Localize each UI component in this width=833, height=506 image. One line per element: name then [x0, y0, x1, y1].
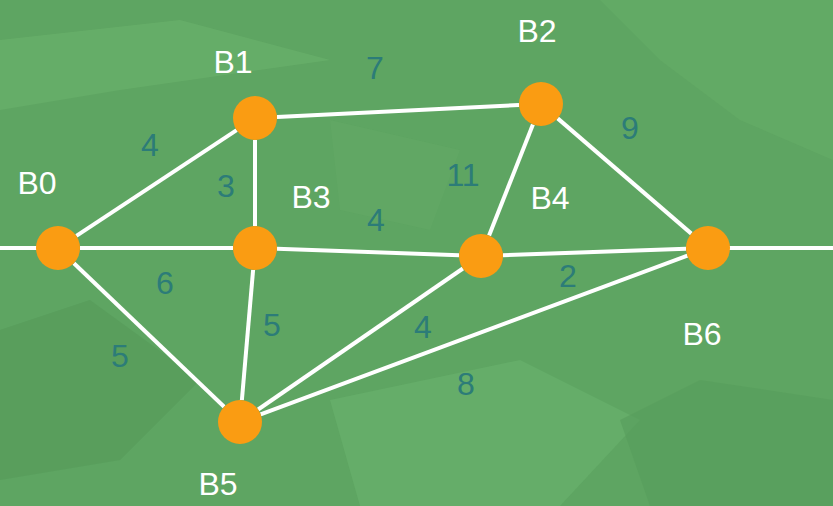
terrain-patch [600, 0, 833, 160]
edge-weight: 11 [446, 159, 479, 191]
terrain-patch [330, 360, 640, 506]
junction-circle: B0 [36, 226, 80, 270]
terrain-patch [620, 380, 833, 506]
road-edge [80, 246, 233, 250]
edge-weight: 4 [414, 311, 432, 343]
junction-circle: B2 [519, 82, 563, 126]
node-name: B6 [682, 318, 721, 350]
road-edge [253, 140, 257, 226]
edge-weight: 4 [141, 129, 159, 161]
junction-circle: B5 [218, 400, 262, 444]
edge-weight: 7 [366, 52, 384, 84]
edge-weight: 6 [156, 267, 174, 299]
junction-circle: B3 [233, 226, 277, 270]
terrain-patch [0, 20, 330, 110]
node-name: B5 [198, 468, 237, 500]
edge-weight: 8 [457, 368, 475, 400]
edge-weight: 5 [111, 340, 129, 372]
road-edge [74, 263, 224, 407]
road-edge [489, 124, 533, 235]
edge-weight: 5 [263, 309, 281, 341]
node-name: B1 [213, 46, 252, 78]
node-name: B0 [17, 167, 56, 199]
terrain-patch [0, 300, 200, 480]
road-edge [503, 249, 686, 255]
road-edge [258, 268, 463, 409]
junction-circle: B6 [686, 226, 730, 270]
node-name: B3 [291, 181, 330, 213]
edge-weight: 3 [217, 170, 235, 202]
edge-weight: 4 [367, 204, 385, 236]
junction-circle: B1 [233, 96, 277, 140]
road-edge [277, 249, 459, 255]
edge-weight: 2 [559, 260, 577, 292]
road-edge [242, 270, 253, 400]
node-name: B2 [517, 15, 556, 47]
node-name: B4 [530, 182, 569, 214]
terrain-patch [330, 120, 460, 230]
road-edge [261, 256, 688, 415]
road-edge [277, 105, 519, 117]
junction-circle: B4 [459, 234, 503, 278]
edge-weight: 9 [621, 112, 639, 144]
